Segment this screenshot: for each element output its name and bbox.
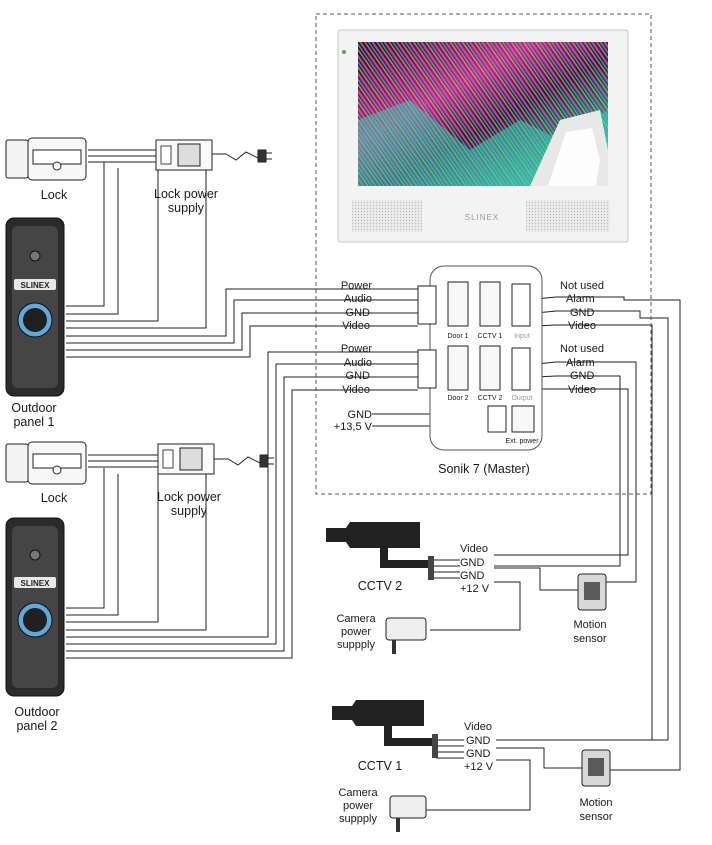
lock-ps-1-line1: Lock power xyxy=(154,187,218,201)
camera-power-supply-1: Camera power suppply xyxy=(338,787,427,832)
connector-output xyxy=(511,347,531,391)
connector-door-1-label: Door 1 xyxy=(447,333,468,340)
power-adapter-icon xyxy=(389,795,427,819)
monitor-caption: Sonik 7 (Master) xyxy=(438,462,530,476)
panel-2-brand: SLINEX xyxy=(21,579,51,588)
cctv-2-label: CCTV 2 xyxy=(358,579,403,593)
wires xyxy=(66,149,681,811)
speaker-grille-right xyxy=(526,200,610,232)
motion-sensor-1: Motion sensor xyxy=(579,749,613,823)
camera-ps-1-line3: suppply xyxy=(339,813,377,825)
monitor-backplate: Door 1 CCTV 1 Input Door 2 CCTV 2 Output… xyxy=(429,265,543,476)
lock-1-label: Lock xyxy=(41,188,68,202)
ext-power-plug xyxy=(487,405,507,433)
connector-input-label: Input xyxy=(514,333,530,340)
lock-2-label: Lock xyxy=(41,491,68,505)
panel-2-line2: panel 2 xyxy=(16,719,57,733)
door-1-plug xyxy=(417,285,437,325)
connector-cctv-1-label: CCTV 1 xyxy=(478,333,503,340)
door-1-wire-gnd: GND xyxy=(346,307,371,319)
input-wire-video: Video xyxy=(568,320,596,332)
cctv-camera-1: CCTV 1 Video GND GND +12 V xyxy=(332,700,494,773)
connector-cctv-2 xyxy=(479,345,501,391)
output-wire-alarm: Alarm xyxy=(566,357,595,369)
panel-1-brand: SLINEX xyxy=(21,281,51,290)
door-2-wire-audio: Audio xyxy=(344,357,372,369)
cctv-1-wire-gnd-2: GND xyxy=(466,748,491,760)
speaker-grille-left xyxy=(352,200,422,232)
connector-door-2 xyxy=(447,345,469,391)
camera-power-supply-2: Camera power suppply xyxy=(336,613,427,654)
lock-1: Lock xyxy=(5,137,87,202)
lock-keyhole-icon xyxy=(52,465,62,475)
motion-sensor-1-line2: sensor xyxy=(579,811,612,823)
camera-ps-1-line2: power xyxy=(343,800,373,812)
connector-cctv-2-label: CCTV 2 xyxy=(478,395,503,402)
motion-sensor-2-line2: sensor xyxy=(573,633,606,645)
door-2-wire-gnd: GND xyxy=(346,370,371,382)
outdoor-panel-2: SLINEX Outdoor panel 2 xyxy=(5,517,65,733)
output-wire-video: Video xyxy=(568,384,596,396)
door-2-wire-power: Power xyxy=(341,343,373,355)
lock-power-supply-2: Lock power supply xyxy=(157,443,274,518)
cctv-2-wire-video: Video xyxy=(460,543,488,555)
panel-1-line1: Outdoor xyxy=(11,401,56,415)
connector-ext-power-label: Ext. power xyxy=(505,438,539,445)
lock-ps-2-line2: supply xyxy=(171,504,208,518)
cctv-1-label: CCTV 1 xyxy=(358,759,403,773)
output-wire-not-used: Not used xyxy=(560,343,604,355)
connector-door-1 xyxy=(447,281,469,327)
cctv-1-wire-gnd-1: GND xyxy=(466,735,491,747)
cctv-2-wire-gnd-2: GND xyxy=(460,570,485,582)
cctv-camera-2: CCTV 2 Video GND GND +12 V xyxy=(326,522,490,595)
motion-sensor-1-line1: Motion xyxy=(579,797,612,809)
connector-output-label: Output xyxy=(511,395,532,402)
panel-1-line2: panel 1 xyxy=(13,415,54,429)
input-wire-gnd: GND xyxy=(570,307,595,319)
camera-ps-2-line2: power xyxy=(341,626,371,638)
input-wire-alarm: Alarm xyxy=(566,293,595,305)
camera-ps-1-line1: Camera xyxy=(338,787,378,799)
lock-2: Lock xyxy=(5,441,87,505)
connector-input xyxy=(511,283,531,327)
output-wire-gnd: GND xyxy=(570,370,595,382)
connector-ext-power xyxy=(511,405,535,433)
motion-sensor-2: Motion sensor xyxy=(573,573,607,645)
connector-door-2-label: Door 2 xyxy=(447,395,468,402)
monitor-sonik-7: SLINEX xyxy=(337,29,629,243)
monitor-brand: SLINEX xyxy=(465,213,499,222)
door-1-wire-power: Power xyxy=(341,280,373,292)
cctv-2-wire-12v: +12 V xyxy=(460,583,490,595)
power-adapter-icon xyxy=(385,617,427,641)
door-2-plug xyxy=(417,349,437,389)
camera-lens-icon xyxy=(29,549,41,561)
ext-power-voltage: +13,5 V xyxy=(334,421,373,433)
door-1-wire-video: Video xyxy=(342,320,370,332)
lock-ps-1-line2: supply xyxy=(168,201,205,215)
plug-icon xyxy=(259,454,274,468)
outdoor-panel-1: SLINEX Outdoor panel 1 xyxy=(5,217,65,429)
motion-sensor-2-line1: Motion xyxy=(573,619,606,631)
ext-power-gnd: GND xyxy=(348,409,373,421)
cctv-1-wire-12v: +12 V xyxy=(464,761,494,773)
lock-ps-2-line1: Lock power xyxy=(157,490,221,504)
cctv-2-wire-gnd-1: GND xyxy=(460,557,485,569)
camera-ps-2-line1: Camera xyxy=(336,613,376,625)
door-1-wire-audio: Audio xyxy=(344,293,372,305)
camera-lens-icon xyxy=(29,250,41,262)
camera-ps-2-line3: suppply xyxy=(337,639,375,651)
master-boundary xyxy=(315,13,652,495)
cctv-1-wire-video: Video xyxy=(464,721,492,733)
panel-2-line1: Outdoor xyxy=(14,705,59,719)
door-2-wire-video: Video xyxy=(342,384,370,396)
plug-icon xyxy=(257,149,272,163)
lock-power-supply-1: Lock power supply xyxy=(154,139,272,215)
connector-cctv-1 xyxy=(479,281,501,327)
lock-keyhole-icon xyxy=(52,161,62,171)
input-wire-not-used: Not used xyxy=(560,280,604,292)
